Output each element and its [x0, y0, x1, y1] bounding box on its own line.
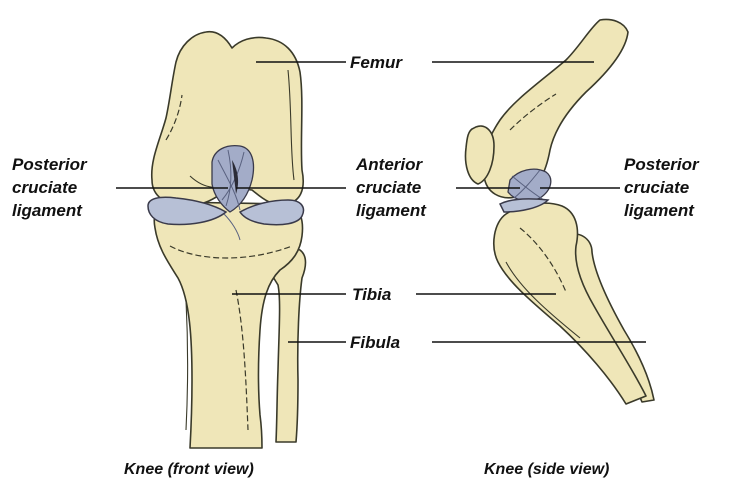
front-view-knee: [148, 32, 306, 448]
femur-label: Femur: [350, 53, 403, 72]
anterior-cruciate-label: Anterior cruciate ligament: [355, 155, 427, 220]
side-tibia: [494, 203, 646, 404]
side-femur: [483, 20, 628, 198]
fibula-label: Fibula: [350, 333, 400, 352]
front-view-caption: Knee (front view): [124, 461, 254, 478]
tibia-label: Tibia: [352, 285, 391, 304]
posterior-cruciate-left-label: Posterior cruciate ligament: [12, 155, 91, 220]
side-view-caption: Knee (side view): [484, 461, 609, 478]
posterior-cruciate-right-label: Posterior cruciate ligament: [624, 155, 703, 220]
